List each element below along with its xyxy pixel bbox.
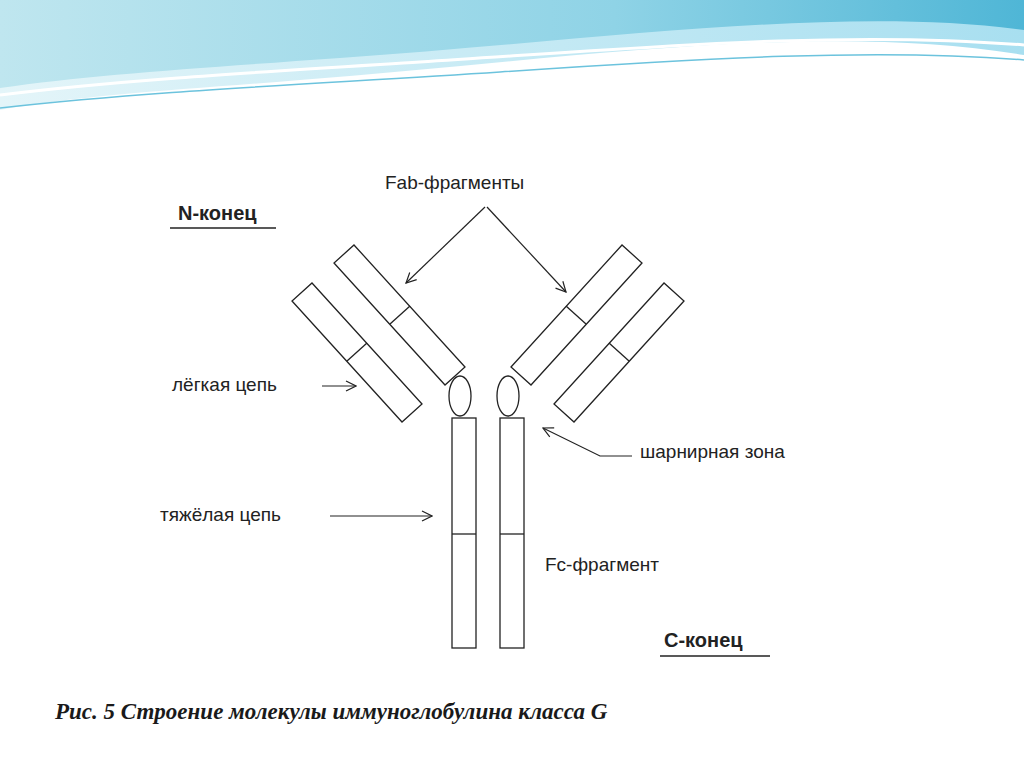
hinge: [449, 376, 471, 416]
fragment-label: Fab-фрагменты: [385, 173, 524, 194]
part-label: шарнирная зона: [640, 442, 785, 463]
light-chain: [292, 283, 422, 422]
terminus-label: С-конец: [664, 629, 743, 651]
part-label: лёгкая цепь: [172, 375, 277, 396]
header-wave: [0, 0, 1024, 110]
light-chain: [554, 283, 684, 422]
hinge: [497, 376, 519, 416]
fragment-label: Fc-фрагмент: [545, 555, 659, 576]
figure-caption: Рис. 5 Строение молекулы иммуноглобулина…: [55, 699, 607, 725]
heavy-chain: [500, 418, 524, 648]
part-label: тяжёлая цепь: [160, 505, 281, 526]
terminus-label: N-конец: [178, 202, 257, 224]
immunoglobulin: [292, 245, 684, 648]
leader-lines: [170, 207, 770, 656]
heavy-chain: [452, 418, 476, 648]
